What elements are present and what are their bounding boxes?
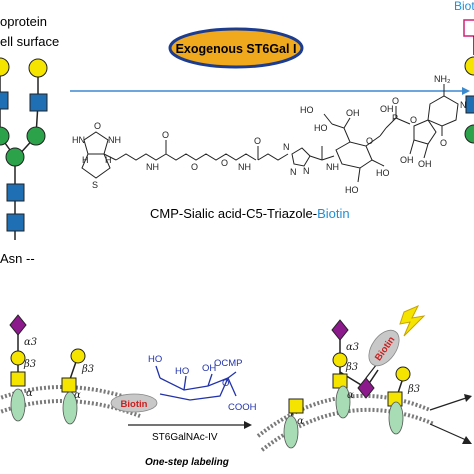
beta3-label: β3 (81, 364, 94, 375)
glcnac-square (0, 91, 9, 110)
svg-text:O: O (410, 115, 417, 125)
svg-text:HO: HO (376, 168, 390, 178)
beta3-label: β3 (345, 362, 358, 373)
svg-text:N: N (460, 100, 467, 110)
compound-label-biotin: Biotin (317, 206, 350, 221)
left-glycan-links-bottom (17, 325, 79, 386)
sialic-acid-diamond (331, 319, 349, 341)
compound-label: CMP-Sialic acid-C5-Triazole-Biotin (150, 206, 350, 221)
protein-ellipse (62, 391, 78, 425)
svg-text:O: O (191, 162, 198, 172)
glcnac-square (29, 93, 48, 112)
svg-text:NH: NH (146, 162, 159, 172)
galnac-square (288, 398, 304, 414)
reagent-structure (155, 365, 237, 401)
svg-text:O: O (94, 121, 101, 131)
galactose-circle (10, 350, 26, 366)
protein-ellipse (10, 388, 26, 422)
protein-ellipse (283, 415, 299, 449)
probe-square (463, 19, 474, 37)
chemical-structure (81, 84, 459, 183)
svg-text:OH: OH (346, 108, 360, 118)
svg-text:O: O (392, 96, 399, 106)
svg-text:OH: OH (400, 155, 414, 165)
downstream-arrows (429, 394, 472, 444)
sialic-acid-diamond (9, 314, 27, 336)
svg-text:O: O (221, 158, 228, 168)
alpha-label: α (26, 388, 33, 399)
svg-text:HO: HO (300, 105, 314, 115)
svg-text:O: O (366, 136, 373, 146)
alpha-label: α (347, 390, 354, 401)
svg-text:P: P (392, 113, 398, 123)
svg-text:OH: OH (380, 104, 394, 114)
svg-text:NH: NH (238, 162, 251, 172)
enzyme-label: Exogenous ST6Gal I (176, 42, 297, 56)
lightning-icon (399, 305, 426, 337)
biotin-tag-ellipse (110, 393, 158, 413)
svg-text:NH: NH (326, 162, 339, 172)
step-label: One-step labeling (145, 457, 229, 468)
svg-text:S: S (92, 180, 98, 190)
svg-text:COOH: COOH (228, 402, 257, 413)
enzyme2-label: ST6GalNAc-IV (152, 432, 218, 443)
reagent-labels: HO HO OH OCMP COOH O (148, 354, 257, 413)
galactose-circle (395, 366, 411, 382)
labeled-sialic-diamond (357, 377, 375, 399)
glcnac-square (6, 183, 25, 202)
beta3-label: β3 (407, 384, 420, 395)
svg-text:OCMP: OCMP (214, 358, 243, 369)
labeling-arrow (128, 421, 252, 429)
galnac-square (10, 371, 26, 387)
alpha3-label: α3 (24, 337, 37, 348)
compound-label-prefix: CMP-Sialic acid-C5-Triazole- (150, 206, 317, 221)
protein-ellipse (388, 401, 404, 435)
left-membrane (0, 385, 141, 418)
galactose-circle (0, 57, 10, 77)
svg-text:H: H (105, 155, 112, 165)
mannose-core-circle (5, 147, 25, 167)
svg-text:HO: HO (314, 123, 328, 133)
svg-text:HO: HO (148, 354, 162, 365)
mannose-circle (0, 126, 10, 146)
alpha3-label: α3 (346, 342, 359, 353)
corner-biotin-label: Biotin (454, 0, 474, 13)
mannose-circle (26, 126, 46, 146)
asn-label: Asn -- (0, 251, 35, 266)
glcnac-square (465, 95, 474, 114)
svg-text:OH: OH (202, 363, 216, 374)
biotin-tag-ellipse (368, 329, 400, 367)
svg-text:HO: HO (175, 366, 189, 377)
glycoprotein-label-line1: oprotein (0, 14, 47, 29)
svg-text:NH₂: NH₂ (434, 74, 451, 84)
svg-text:N: N (303, 166, 310, 176)
galnac-square (332, 373, 348, 389)
beta3-label: β3 (23, 359, 36, 370)
mannose-circle (464, 124, 474, 144)
biotin-tag-label: Biotin (121, 399, 148, 410)
svg-text:O: O (254, 136, 261, 146)
reaction-arrow (70, 87, 470, 95)
svg-text:HN: HN (72, 135, 85, 145)
glycoprotein-label-line2: ell surface (0, 34, 59, 49)
svg-text:H: H (82, 155, 89, 165)
svg-text:N: N (283, 142, 290, 152)
alpha-label: α (74, 390, 81, 401)
enzyme-ellipse (168, 27, 304, 69)
svg-text:O: O (440, 138, 447, 148)
svg-text:O: O (222, 378, 229, 389)
svg-text:O: O (162, 130, 169, 140)
svg-text:NH: NH (108, 135, 121, 145)
svg-text:HO: HO (345, 185, 359, 195)
protein-ellipse (335, 385, 351, 419)
svg-text:N: N (290, 167, 297, 177)
alpha-label: α (297, 416, 304, 427)
chemical-atom-labels: O HN NH H H S O NH O O NH O N N N NH HO … (72, 74, 467, 195)
galactose-circle (28, 58, 48, 78)
glcnac-square (6, 213, 25, 232)
galactose-circle (70, 348, 86, 364)
svg-text:OH: OH (418, 159, 432, 169)
galactose-circle (464, 56, 474, 76)
galactose-circle (332, 352, 348, 368)
